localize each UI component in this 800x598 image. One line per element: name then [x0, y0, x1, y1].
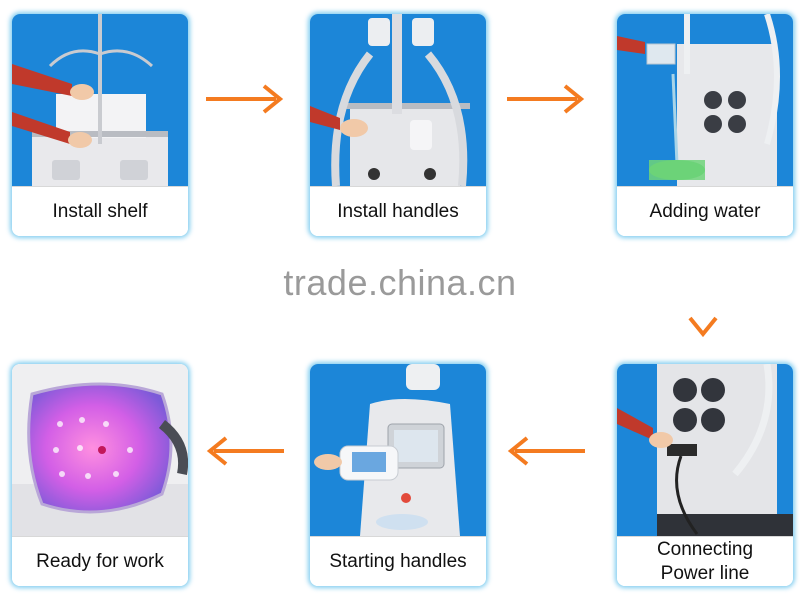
connecting-power-line-photo: [617, 364, 793, 536]
ready-for-work-photo: [12, 364, 188, 536]
arrow-left-icon: [206, 436, 284, 466]
step-caption: Adding water: [617, 186, 793, 236]
step-card-install-shelf: Install shelf: [12, 14, 188, 236]
install-shelf-photo: [12, 14, 188, 186]
watermark-text: trade.china.cn: [283, 262, 517, 303]
step-caption: Install handles: [310, 186, 486, 236]
arrow-down-icon: [688, 260, 718, 338]
step-card-install-handles: Install handles: [310, 14, 486, 236]
step-caption: Starting handles: [310, 536, 486, 586]
step-card-adding-water: Adding water: [617, 14, 793, 236]
step-card-starting-handles: Starting handles: [310, 364, 486, 586]
starting-handles-photo: [310, 364, 486, 536]
install-handles-photo: [310, 14, 486, 186]
step-card-connecting-power-line: Connecting Power line: [617, 364, 793, 586]
step-caption: Install shelf: [12, 186, 188, 236]
arrow-right-icon: [507, 84, 585, 114]
step-caption: Ready for work: [12, 536, 188, 586]
step-caption: Connecting Power line: [617, 536, 793, 586]
adding-water-photo: [617, 14, 793, 186]
arrow-left-icon: [507, 436, 585, 466]
caption-line-2: Power line: [660, 563, 750, 584]
caption-line-1: Connecting: [656, 539, 754, 560]
arrow-right-icon: [206, 84, 284, 114]
step-card-ready-for-work: Ready for work: [12, 364, 188, 586]
